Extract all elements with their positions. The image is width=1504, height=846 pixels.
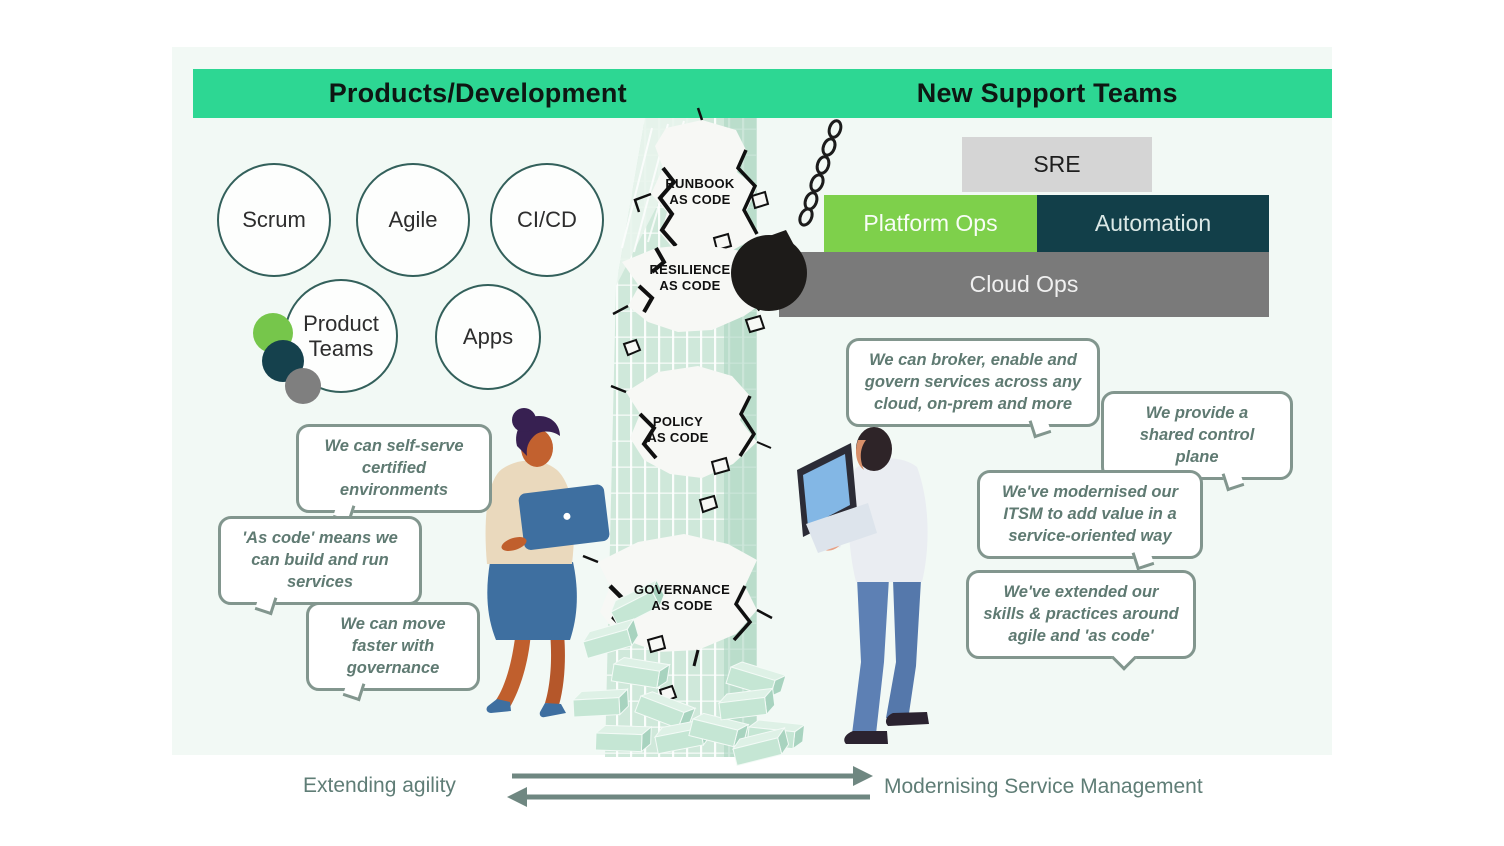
bubble-extended-skills: We've extended our skills & practices ar… [966,570,1196,660]
new-support-teams-title: New Support Teams [916,78,1178,108]
bubble-broker: We can broker, enable and govern service… [846,338,1100,428]
circle-cicd-label: CI/CD [517,207,577,233]
modernising-service-management-label: Modernising Service Management [884,775,1203,798]
exchange-arrows [507,766,873,807]
sre-box: SRE [962,137,1152,192]
header-bar: Products/Development New Support Teams [193,69,1332,118]
bubble-self-serve: We can self-serve certified environments [296,424,492,514]
bubble-move-faster: We can move faster with governance [306,602,480,692]
circle-cicd: CI/CD [490,163,604,277]
circle-apps: Apps [435,284,541,390]
extending-agility-label: Extending agility [303,774,456,797]
wall-label-governance: GOVERNANCE AS CODE [633,582,731,614]
bubble-as-code: 'As code' means we can build and run ser… [218,516,422,606]
bubble-control-plane: We provide a shared control plane [1101,391,1293,481]
products-development-title: Products/Development [328,78,627,108]
wall-label-runbook: RUNBOOK AS CODE [665,176,735,208]
wall-label-resilience: RESILIENCE AS CODE [649,262,731,294]
circle-scrum-label: Scrum [242,207,306,233]
circle-apps-label: Apps [462,324,514,350]
automation-box: Automation [1037,195,1269,252]
circle-scrum: Scrum [217,163,331,277]
circle-product-teams-label: Product Teams [303,310,379,361]
wall-label-policy: POLICY AS CODE [647,414,709,446]
cloud-ops-box: Cloud Ops [779,252,1269,317]
bubble-modernised-itsm: We've modernised our ITSM to add value i… [977,470,1203,560]
circle-agile: Agile [356,163,470,277]
gray-dot [285,368,321,404]
platform-ops-box: Platform Ops [824,195,1037,252]
circle-agile-label: Agile [388,207,438,233]
